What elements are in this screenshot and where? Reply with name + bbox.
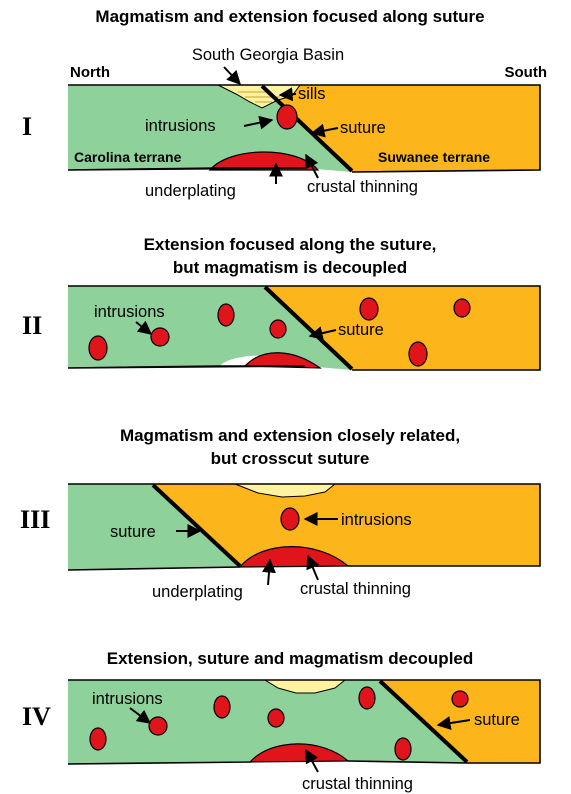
intrusions-label: intrusions bbox=[145, 117, 216, 135]
sills-arrow bbox=[278, 87, 297, 102]
iv-suture-label: suture bbox=[474, 711, 520, 729]
iii-intrusions-label: intrusions bbox=[341, 511, 412, 529]
ii-intrusion-4 bbox=[269, 319, 287, 339]
panel-ii-title-line2: but magmatism is decoupled bbox=[173, 258, 407, 277]
ii-intrusions-label: intrusions bbox=[94, 303, 165, 321]
iv-intrusion-3 bbox=[213, 695, 231, 719]
panel-iv: Extension, suture and magmatism decouple… bbox=[22, 649, 541, 793]
south-label: South bbox=[505, 64, 548, 81]
thinning-arrow bbox=[305, 153, 319, 179]
suture-label: suture bbox=[340, 119, 386, 137]
ii-suwanee-terrane-block bbox=[265, 286, 540, 370]
ii-intrusion-7 bbox=[408, 341, 428, 367]
iii-underplating-arrow bbox=[262, 558, 276, 586]
iv-suture-arrow bbox=[436, 716, 471, 730]
panel-ii-numeral: II bbox=[22, 311, 42, 340]
ii-suture-label: suture bbox=[338, 321, 384, 339]
panel-iii-title-line1: Magmatism and extension closely related, bbox=[120, 426, 460, 445]
ii-intrusion-5 bbox=[359, 297, 379, 321]
suture-line bbox=[260, 84, 354, 173]
iv-intrusion-6 bbox=[451, 690, 469, 708]
iii-suture-label: suture bbox=[110, 523, 156, 541]
iv-intrusions-arrow bbox=[129, 707, 152, 724]
iv-underplating-body bbox=[248, 743, 350, 763]
panel-iv-title: Extension, suture and magmatism decouple… bbox=[107, 649, 474, 668]
iv-intrusions-label: intrusions bbox=[92, 690, 163, 708]
iii-thinning-label: crustal thinning bbox=[300, 580, 411, 598]
iv-intrusion-4 bbox=[267, 708, 285, 728]
panel-i-numeral: I bbox=[22, 112, 32, 141]
panel-i-title: Magmatism and extension focused along su… bbox=[95, 7, 484, 26]
iv-intrusion-2 bbox=[148, 716, 168, 736]
suture-arrow bbox=[310, 123, 339, 138]
iii-suwanee-terrane-block bbox=[153, 484, 540, 567]
ii-intrusion-6 bbox=[453, 298, 471, 318]
panel-ii: Extension focused along the suture, but … bbox=[22, 235, 541, 371]
ii-suture-line bbox=[263, 285, 354, 371]
panel-iii: Magmatism and extension closely related,… bbox=[20, 426, 541, 601]
iv-intrusion-1 bbox=[89, 727, 107, 751]
ii-carolina-terrane-block bbox=[68, 286, 352, 370]
sills-label: sills bbox=[298, 85, 326, 103]
iv-suture-line bbox=[378, 679, 469, 764]
suwanee-terrane-label: Suwanee terrane bbox=[378, 149, 490, 165]
iii-thinning-arrow bbox=[306, 554, 320, 581]
iii-intrusion-blob bbox=[280, 507, 300, 531]
ii-intrusion-1 bbox=[88, 335, 108, 361]
panel-i-outline bbox=[67, 84, 541, 173]
panel-iii-outline bbox=[67, 483, 541, 571]
iv-intrusion-7 bbox=[394, 737, 412, 761]
thinning-label: crustal thinning bbox=[307, 178, 418, 196]
carolina-terrane-label: Carolina terrane bbox=[74, 149, 182, 165]
ii-underplating-body bbox=[243, 352, 322, 369]
iii-carolina-terrane-block bbox=[68, 484, 238, 570]
panel-iii-numeral: III bbox=[20, 505, 50, 534]
panel-i: Magmatism and extension focused along su… bbox=[22, 7, 547, 200]
panel-iv-numeral: IV bbox=[22, 702, 51, 731]
iv-intrusion-5 bbox=[358, 686, 376, 710]
basin-label: South Georgia Basin bbox=[192, 46, 344, 64]
north-label: North bbox=[70, 64, 110, 81]
intrusions-arrow bbox=[243, 115, 274, 130]
iv-thinning-label: crustal thinning bbox=[302, 775, 413, 793]
panel-ii-outline bbox=[67, 285, 541, 371]
panel-iv-outline bbox=[67, 679, 541, 765]
ii-suture-arrow bbox=[308, 326, 337, 340]
ii-intrusion-2 bbox=[150, 327, 170, 347]
iii-underplating-label: underplating bbox=[152, 583, 243, 601]
ii-intrusions-arrow bbox=[135, 320, 153, 335]
ii-intrusion-3 bbox=[217, 303, 235, 327]
iv-thinning-arrow bbox=[305, 748, 319, 773]
panel-iii-title-line2: but crosscut suture bbox=[211, 449, 370, 468]
intrusion-blob bbox=[276, 104, 298, 130]
underplating-label: underplating bbox=[145, 182, 236, 200]
panel-ii-title-line1: Extension focused along the suture, bbox=[144, 235, 437, 254]
basin-arrow bbox=[223, 66, 241, 86]
